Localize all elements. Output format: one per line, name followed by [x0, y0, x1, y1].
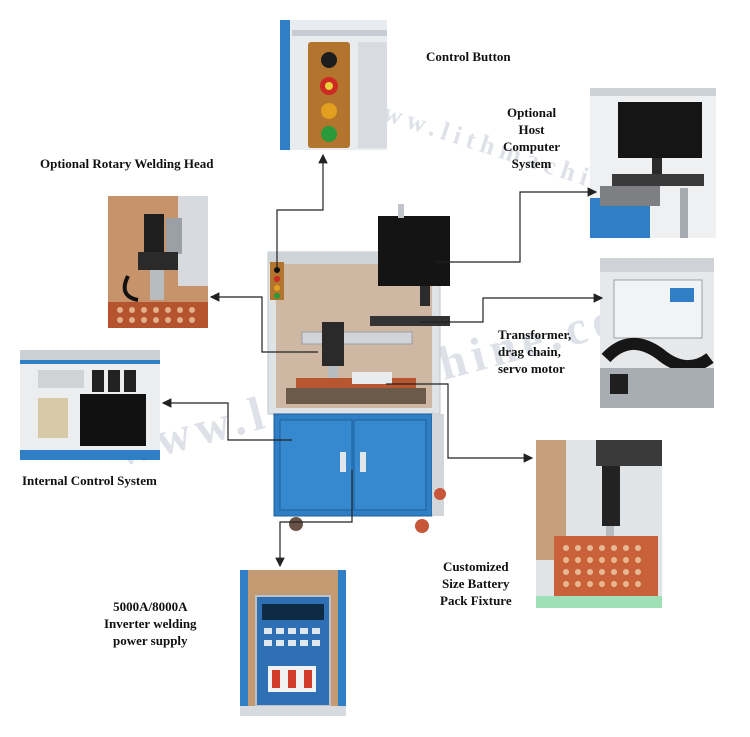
transformer-line-2: drag chain, [498, 344, 561, 359]
fixture-line-3: Pack Fixture [440, 593, 512, 608]
transformer-label: Transformer, drag chain, servo motor [498, 326, 571, 377]
rotary-head-label: Optional Rotary Welding Head [40, 156, 214, 171]
connector-rotary-head [209, 292, 318, 353]
fixture-line-1: Customized [442, 559, 509, 574]
connector-power-supply [275, 470, 353, 568]
connector-transformer [420, 293, 604, 323]
control-button-label: Control Button [426, 49, 511, 64]
internal-control-photo [20, 350, 160, 460]
internal-control-label: Internal Control System [22, 473, 157, 488]
host-computer-label: Optional Host Computer System [503, 104, 560, 172]
power-supply-label: 5000A/8000A Inverter welding power suppl… [104, 598, 197, 649]
power-supply-line-3: power supply [113, 633, 188, 648]
fixture-line-2: Size Battery [442, 576, 510, 591]
power-supply-line-1: 5000A/8000A [113, 599, 188, 614]
power-supply-photo [240, 570, 346, 716]
connector-host-computer [437, 187, 598, 263]
rotary-head-photo [108, 196, 208, 328]
transformer-line-3: servo motor [498, 361, 565, 376]
control-button-photo [280, 20, 387, 150]
fixture-photo [536, 440, 662, 608]
host-computer-photo [590, 88, 716, 238]
connector-control-button [276, 153, 328, 268]
host-computer-line-1: Optional [506, 105, 557, 120]
host-computer-line-3: Computer [503, 139, 561, 154]
host-computer-line-4: System [511, 156, 552, 171]
power-supply-line-2: Inverter welding [104, 616, 197, 631]
host-computer-line-2: Host [518, 122, 545, 137]
transformer-line-1: Transformer, [498, 327, 572, 342]
fixture-label: Customized Size Battery Pack Fixture [440, 558, 512, 609]
connector-internal-control [161, 398, 292, 441]
transformer-photo [600, 258, 714, 408]
connector-fixture [386, 383, 534, 463]
